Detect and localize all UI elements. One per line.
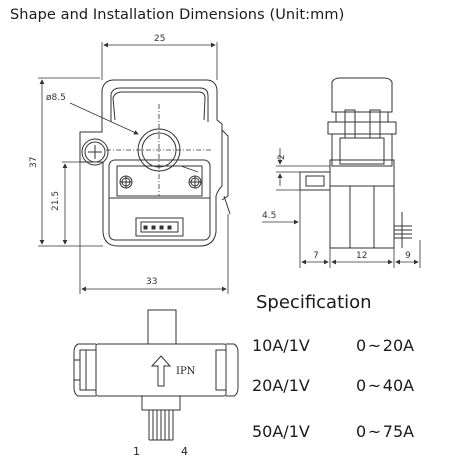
bottom-view [73,309,239,441]
spec-range: 0 ~ 40A [356,376,415,395]
spec-rating: 10A/1V [252,336,310,355]
pin-label-first: 1 [133,445,140,458]
dim-side-w3: 9 [405,251,411,261]
front-dimensions [38,42,229,294]
dim-side-w1: 7 [313,251,319,261]
spec-row: 10A/1V 0 ~ 20A [252,336,414,355]
spec-rating: 20A/1V [252,376,310,395]
dim-width-top: 25 [154,34,165,44]
dim-side-small: 2 [277,154,287,160]
specification-heading: Specification [256,292,372,313]
pin-label-last: 4 [181,445,188,458]
spec-range: 0 ~ 75A [356,422,415,441]
ipn-label: IPN [176,366,196,377]
dim-side-offset: 4.5 [262,211,276,221]
dim-side-w2: 12 [356,251,367,261]
side-view [299,77,412,249]
dim-height-lower: 21.5 [51,191,61,211]
side-dimensions [262,148,421,268]
spec-row: 50A/1V 0 ~ 75A [252,422,414,441]
front-view [79,79,231,247]
page-title: Shape and Installation Dimensions (Unit:… [10,7,345,23]
dim-hole-diameter: ø8.5 [46,93,66,103]
spec-row: 20A/1V 0 ~ 40A [252,376,414,395]
spec-range: 0 ~ 20A [356,336,415,355]
dim-width-bottom: 33 [146,277,157,287]
spec-rating: 50A/1V [252,422,310,441]
dim-height-total: 37 [29,157,39,168]
